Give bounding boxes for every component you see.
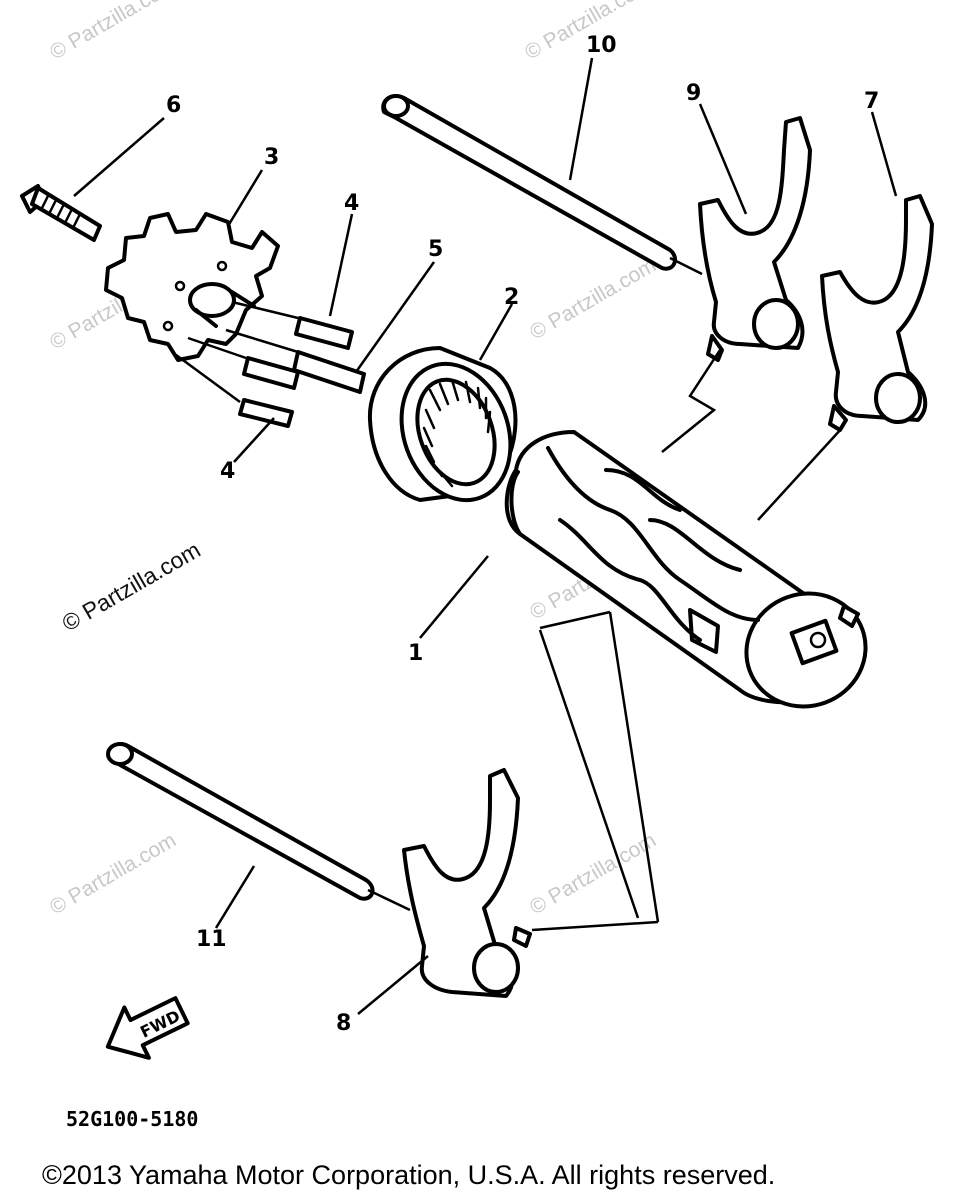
part-1-shift-drum <box>504 430 868 709</box>
watermark: © Partzilla.com <box>526 254 660 345</box>
callout-leaders <box>73 57 898 1015</box>
callout-7: 7 <box>864 89 879 114</box>
part-6-bolt <box>20 184 102 242</box>
guide-lines <box>531 349 843 932</box>
part-8-shift-fork <box>402 768 532 998</box>
watermark: © Partzilla.com <box>46 829 180 920</box>
watermark-prominent: © Partzilla.com <box>58 536 205 636</box>
callout-6: 6 <box>166 93 181 118</box>
callout-2: 2 <box>504 285 519 310</box>
fwd-arrow-icon: FWD <box>105 996 190 1060</box>
part-4-pin-middle <box>187 336 300 390</box>
callout-labels: 1 2 3 4 4 5 6 7 8 9 10 11 <box>166 33 879 1036</box>
watermark: © Partzilla.com <box>46 0 180 64</box>
callout-10: 10 <box>586 33 617 58</box>
diagram-part-code: 52G100-5180 <box>66 1107 198 1131</box>
part-11-shift-fork-shaft <box>106 741 411 912</box>
part-5-long-pin <box>225 328 366 394</box>
part-7-shift-fork <box>820 194 934 432</box>
callout-4-lower: 4 <box>220 459 235 484</box>
part-3-shift-drum-segment <box>104 212 280 362</box>
callout-9: 9 <box>686 81 701 106</box>
part-10-shift-fork-shaft <box>381 93 703 276</box>
part-4-pin-lower <box>171 350 294 428</box>
copyright-notice: ©2013 Yamaha Motor Corporation, U.S.A. A… <box>42 1160 775 1190</box>
callout-3: 3 <box>264 145 279 170</box>
part-9-shift-fork <box>698 116 812 362</box>
callout-8: 8 <box>336 1011 351 1036</box>
watermark: © Partzilla.com <box>526 829 660 920</box>
callout-1: 1 <box>408 641 423 666</box>
callout-5: 5 <box>428 237 443 262</box>
part-2-bearing <box>367 346 518 503</box>
part-4-pin-upper <box>231 300 354 350</box>
callout-11: 11 <box>196 927 227 952</box>
callout-4-upper: 4 <box>344 191 359 216</box>
